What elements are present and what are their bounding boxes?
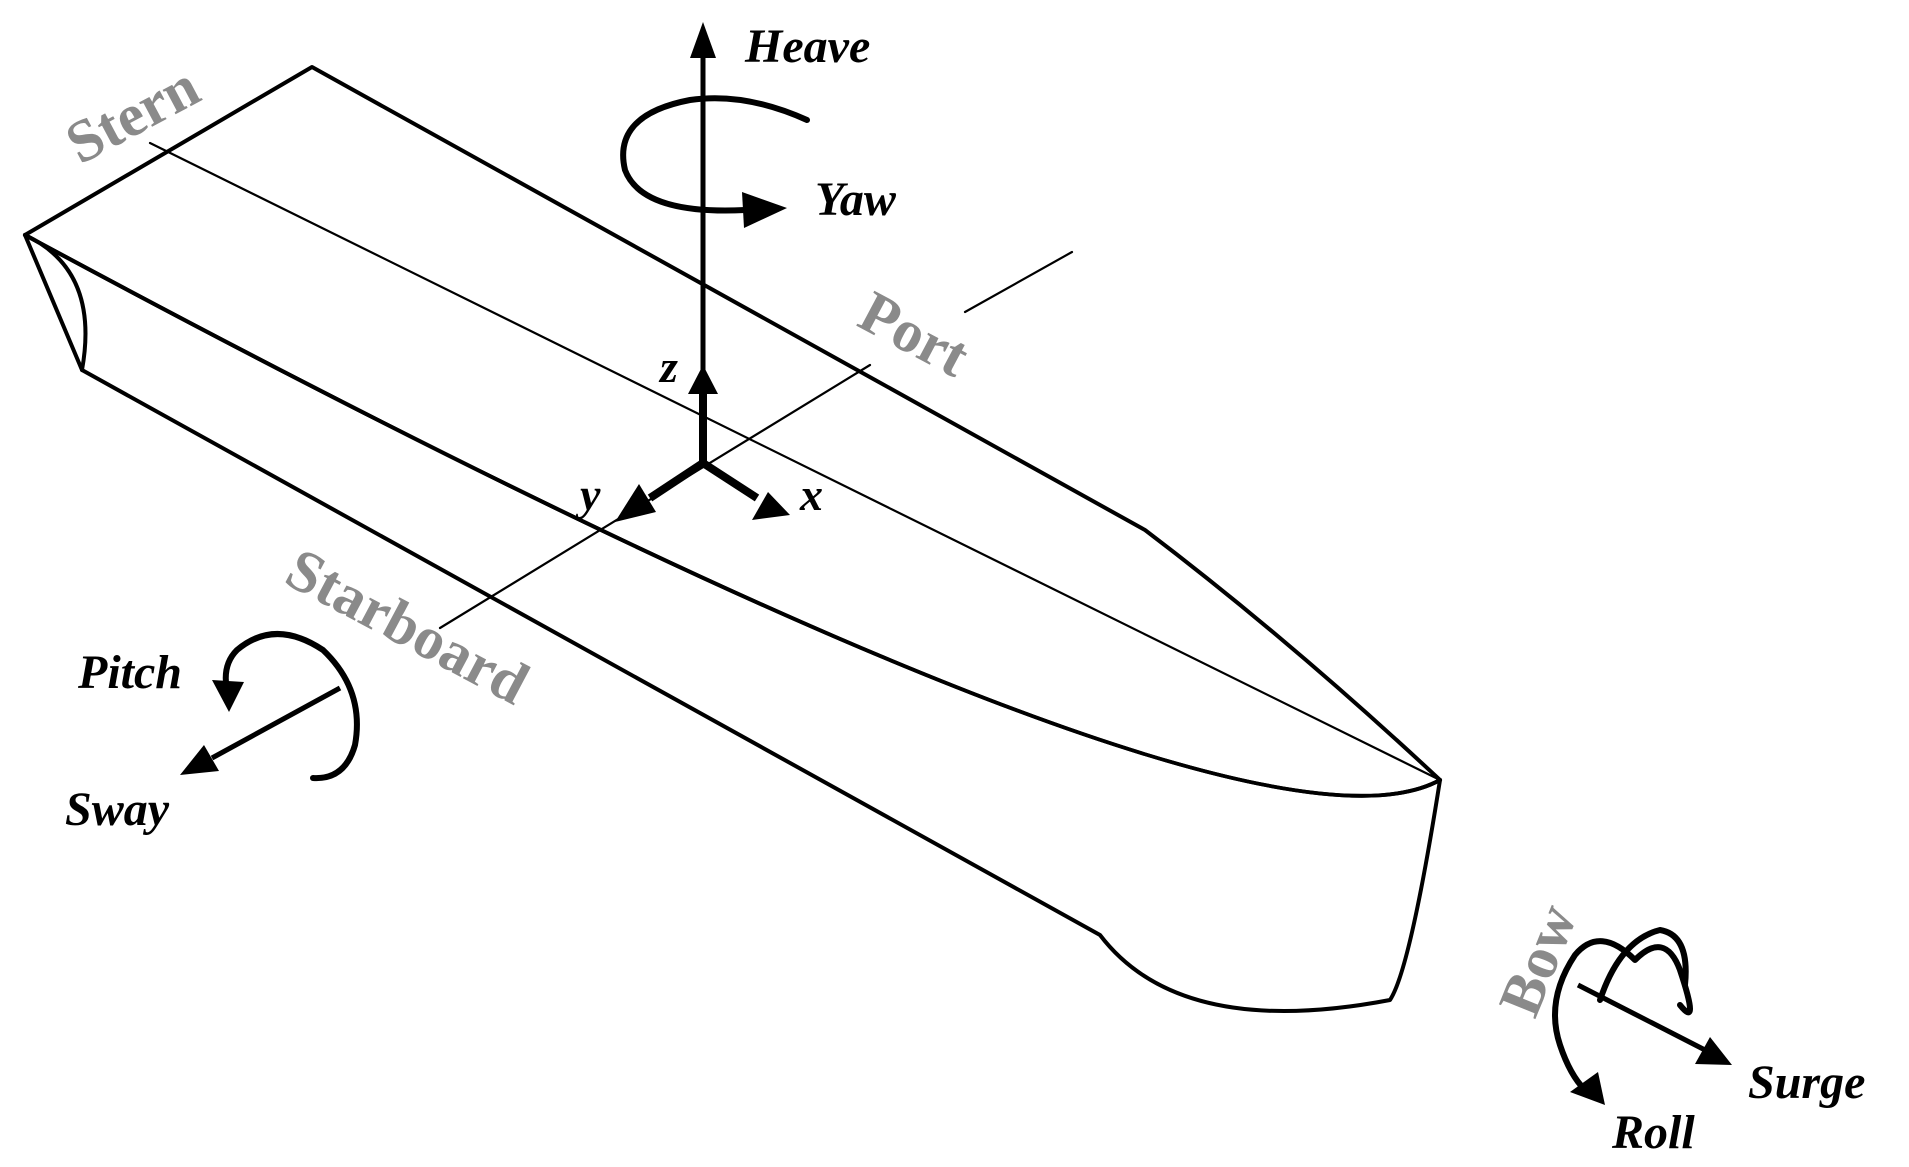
roll-arrowhead <box>1570 1072 1605 1105</box>
hull-side-top-edge <box>23 233 1442 798</box>
surge-roll-group <box>1552 926 1732 1105</box>
roll-rotation-arc <box>1552 938 1693 1093</box>
hull <box>23 65 1442 1014</box>
surge-arrowhead <box>1695 1037 1732 1065</box>
x-axis-shaft <box>700 459 760 502</box>
pitch-rotation-arc <box>222 631 360 782</box>
x-axis-arrowhead <box>752 492 790 520</box>
heave-label: Heave <box>744 20 870 73</box>
roll-label: Roll <box>1611 1106 1695 1159</box>
x-axis-label: x <box>799 469 823 520</box>
dof-labels: Heave Yaw Pitch Sway Surge Roll <box>65 20 1865 1159</box>
y-axis-label: y <box>575 469 601 520</box>
z-axis-label: z <box>658 341 678 392</box>
yaw-arrowhead <box>742 192 787 228</box>
port-label: Port <box>849 278 980 389</box>
pitch-arrowhead <box>212 680 244 712</box>
yaw-rotation-arc <box>620 95 810 214</box>
reference-lines <box>148 141 1442 782</box>
centerline <box>148 141 1442 782</box>
axis-labels: z x y <box>575 341 823 520</box>
sway-label: Sway <box>65 783 170 836</box>
roll-rotation-arc-top <box>1597 926 1689 1003</box>
stern-corner <box>23 233 84 372</box>
heave-yaw-group <box>620 22 810 462</box>
sway-pitch-group <box>180 631 360 782</box>
y-axis-shaft <box>647 459 706 502</box>
surge-label: Surge <box>1748 1056 1865 1109</box>
hull-bottom-edge <box>23 233 1442 1014</box>
y-axis-arrowhead <box>615 484 656 522</box>
sway-shaft <box>210 685 342 761</box>
stern-label: Stern <box>55 52 210 176</box>
pitch-label: Pitch <box>77 646 182 699</box>
sway-arrowhead <box>180 745 219 775</box>
yaw-label: Yaw <box>815 173 897 226</box>
heave-arrowhead <box>690 22 716 58</box>
starboard-label: Starboard <box>276 535 540 717</box>
port-leader-line <box>963 250 1074 314</box>
